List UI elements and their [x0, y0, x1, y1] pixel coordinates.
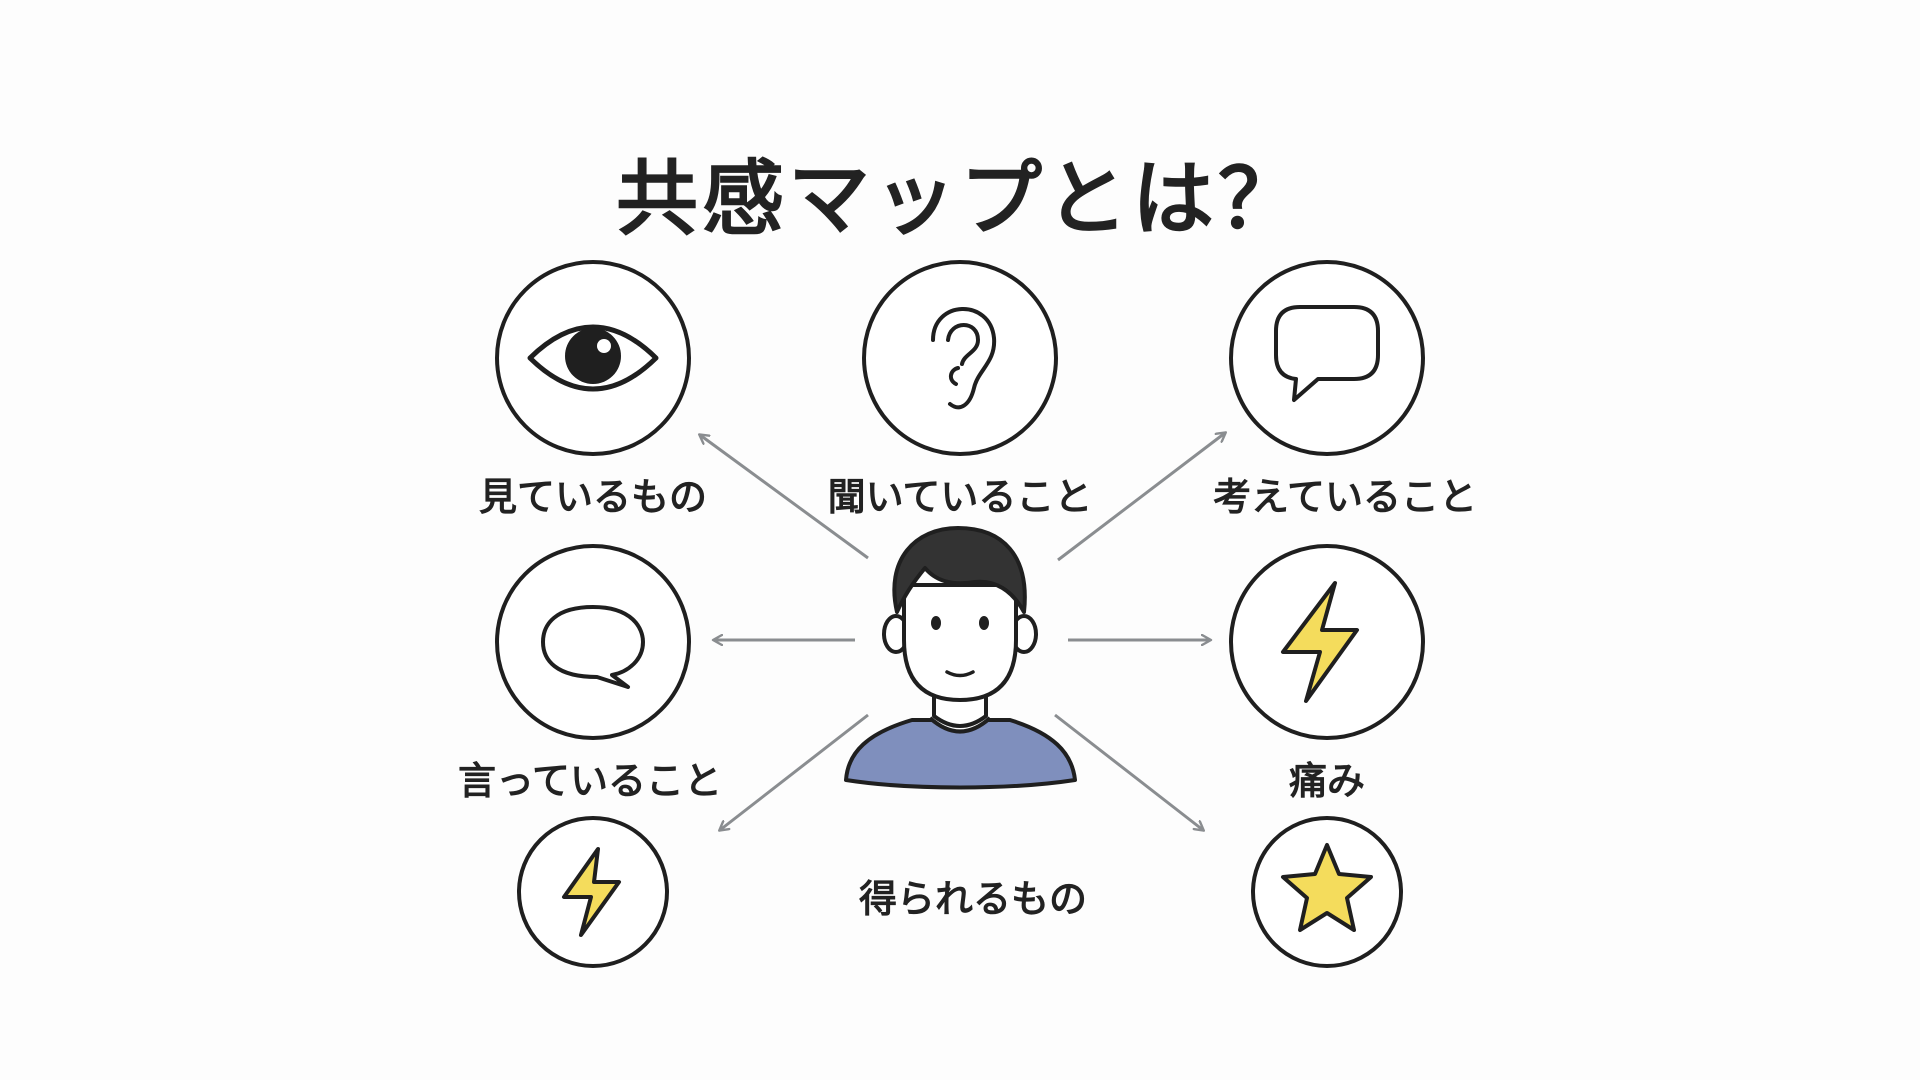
- arrow-to-gain-left: [720, 713, 869, 830]
- arrow-to-think: [1057, 433, 1225, 562]
- speech-bubble-icon: [1229, 260, 1425, 456]
- arrow-to-see: [700, 435, 869, 560]
- label-think: 考えていること: [1212, 475, 1478, 519]
- person-avatar: [844, 526, 1077, 790]
- arrow-to-gain-right: [1054, 713, 1203, 830]
- label-gain: 得られるもの: [858, 877, 1087, 921]
- label-pain: 痛み: [1288, 759, 1365, 803]
- chat-bubble-icon: [495, 544, 691, 740]
- lightning-bolt-icon-small: [517, 816, 669, 968]
- eye-icon: [495, 260, 691, 456]
- page-title: 共感マップとは？: [615, 152, 1304, 247]
- arrows: [700, 433, 1225, 830]
- lightning-bolt-icon: [1229, 544, 1425, 740]
- label-see: 見ているもの: [478, 475, 707, 519]
- label-hear: 聞いていること: [827, 475, 1093, 519]
- star-icon: [1251, 816, 1403, 968]
- label-say: 言っていること: [457, 759, 723, 803]
- ear-icon: [862, 260, 1058, 456]
